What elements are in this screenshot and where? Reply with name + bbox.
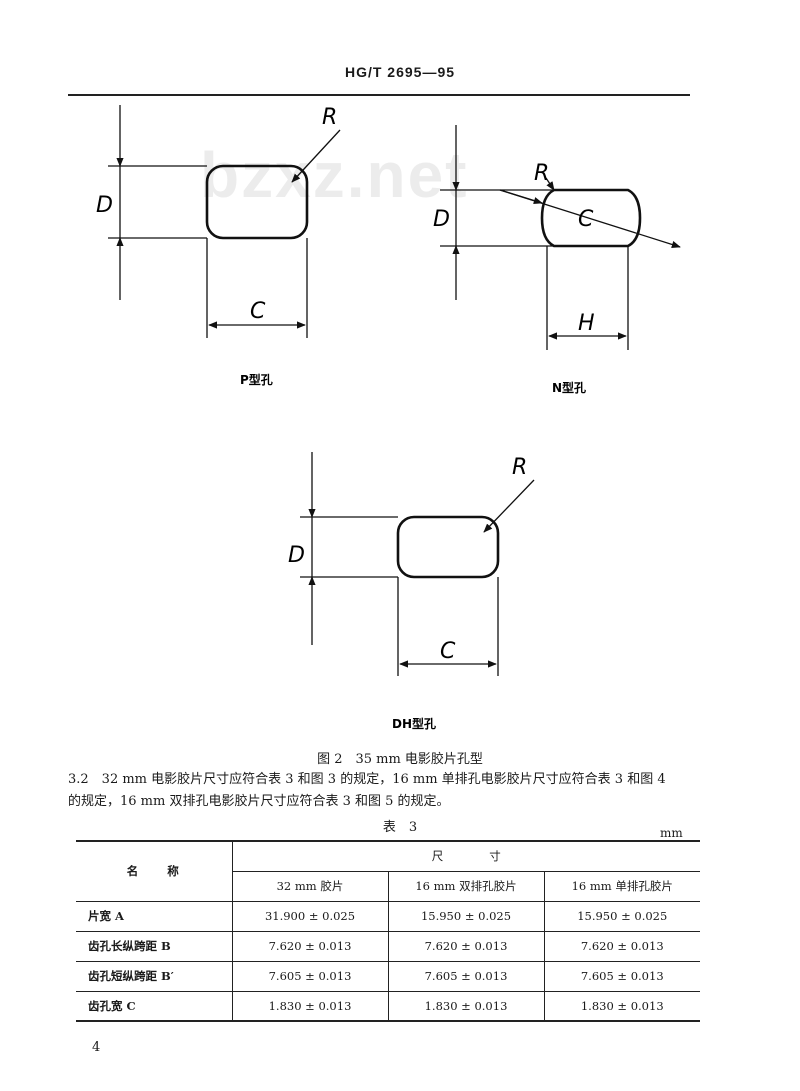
cell-value: 7.620 ± 0.013 bbox=[543, 930, 700, 962]
p-hole-caption: P型孔 bbox=[240, 372, 273, 387]
cell-value: 1.830 ± 0.013 bbox=[543, 990, 700, 1022]
p-label-d: D bbox=[96, 193, 113, 218]
cell-value: 7.620 ± 0.013 bbox=[231, 930, 389, 962]
figure-caption: 图 2 35 mm 电影胶片孔型 bbox=[317, 752, 483, 767]
table-row: 齿孔长纵跨距 B 7.620 ± 0.013 7.620 ± 0.013 7.6… bbox=[76, 930, 700, 962]
header-rule bbox=[68, 94, 690, 96]
row-name: 齿孔宽 C bbox=[76, 990, 233, 1022]
n-hole-caption: N型孔 bbox=[552, 380, 586, 395]
table-column-header: 32 mm 胶片 bbox=[232, 870, 389, 902]
cell-value: 15.950 ± 0.025 bbox=[543, 900, 700, 932]
n-label-h: H bbox=[578, 311, 595, 336]
table-row: 齿孔宽 C 1.830 ± 0.013 1.830 ± 0.013 1.830 … bbox=[76, 990, 700, 1022]
table-row: 齿孔短纵跨距 B′ 7.605 ± 0.013 7.605 ± 0.013 7.… bbox=[76, 960, 700, 992]
row-name: 片宽 A bbox=[76, 900, 233, 932]
paragraph-line-1: 3.2 32 mm 电影胶片尺寸应符合表 3 和图 3 的规定，16 mm 单排… bbox=[68, 772, 666, 787]
p-label-r: R bbox=[322, 105, 337, 130]
dh-hole-figure bbox=[300, 452, 535, 676]
p-hole-figure bbox=[108, 105, 341, 338]
cell-value: 1.830 ± 0.013 bbox=[231, 990, 389, 1022]
table-header-group: 尺 寸 bbox=[231, 840, 700, 872]
n-label-r: R bbox=[534, 161, 549, 186]
dh-hole-outline bbox=[396, 515, 500, 579]
p-label-c: C bbox=[250, 299, 266, 324]
paragraph-line-2: 的规定，16 mm 双排孔电影胶片尺寸应符合表 3 和图 5 的规定。 bbox=[68, 794, 450, 809]
n-label-d: D bbox=[433, 207, 450, 232]
document-header-code: HG/T 2695—95 bbox=[344, 64, 456, 80]
p-hole-outline bbox=[205, 164, 309, 240]
watermark: bzxz.net bbox=[200, 139, 469, 211]
cell-value: 7.605 ± 0.013 bbox=[543, 960, 700, 992]
table-header-name: 名 称 bbox=[76, 840, 233, 902]
cell-value: 7.605 ± 0.013 bbox=[387, 960, 545, 992]
dh-label-c: C bbox=[440, 639, 456, 664]
dh-label-r: R bbox=[512, 455, 527, 480]
n-hole-figure bbox=[440, 125, 681, 350]
dh-label-d: D bbox=[288, 543, 305, 568]
cell-value: 15.950 ± 0.025 bbox=[387, 900, 545, 932]
table-column-header: 16 mm 双排孔胶片 bbox=[387, 870, 545, 902]
cell-value: 7.620 ± 0.013 bbox=[387, 930, 545, 962]
n-label-c: C bbox=[578, 207, 594, 232]
hole-type-figures: D C R P型孔 D C R H N型孔 D C R DH型孔 bbox=[96, 105, 681, 731]
row-name: 齿孔短纵跨距 B′ bbox=[76, 960, 233, 992]
table-unit: mm bbox=[660, 826, 683, 840]
table-column-header: 16 mm 单排孔胶片 bbox=[543, 870, 700, 902]
cell-value: 1.830 ± 0.013 bbox=[387, 990, 545, 1022]
table-title: 表 3 bbox=[382, 820, 418, 835]
dimensions-table: 名 称 尺 寸 32 mm 胶片 16 mm 双排孔胶片 16 mm 单排孔胶片… bbox=[76, 840, 700, 1022]
dh-hole-caption: DH型孔 bbox=[392, 716, 436, 731]
cell-value: 7.605 ± 0.013 bbox=[231, 960, 389, 992]
page-number: 4 bbox=[92, 1040, 101, 1055]
table-row: 片宽 A 31.900 ± 0.025 15.950 ± 0.025 15.95… bbox=[76, 900, 700, 932]
row-name: 齿孔长纵跨距 B bbox=[76, 930, 233, 962]
cell-value: 31.900 ± 0.025 bbox=[231, 900, 389, 932]
